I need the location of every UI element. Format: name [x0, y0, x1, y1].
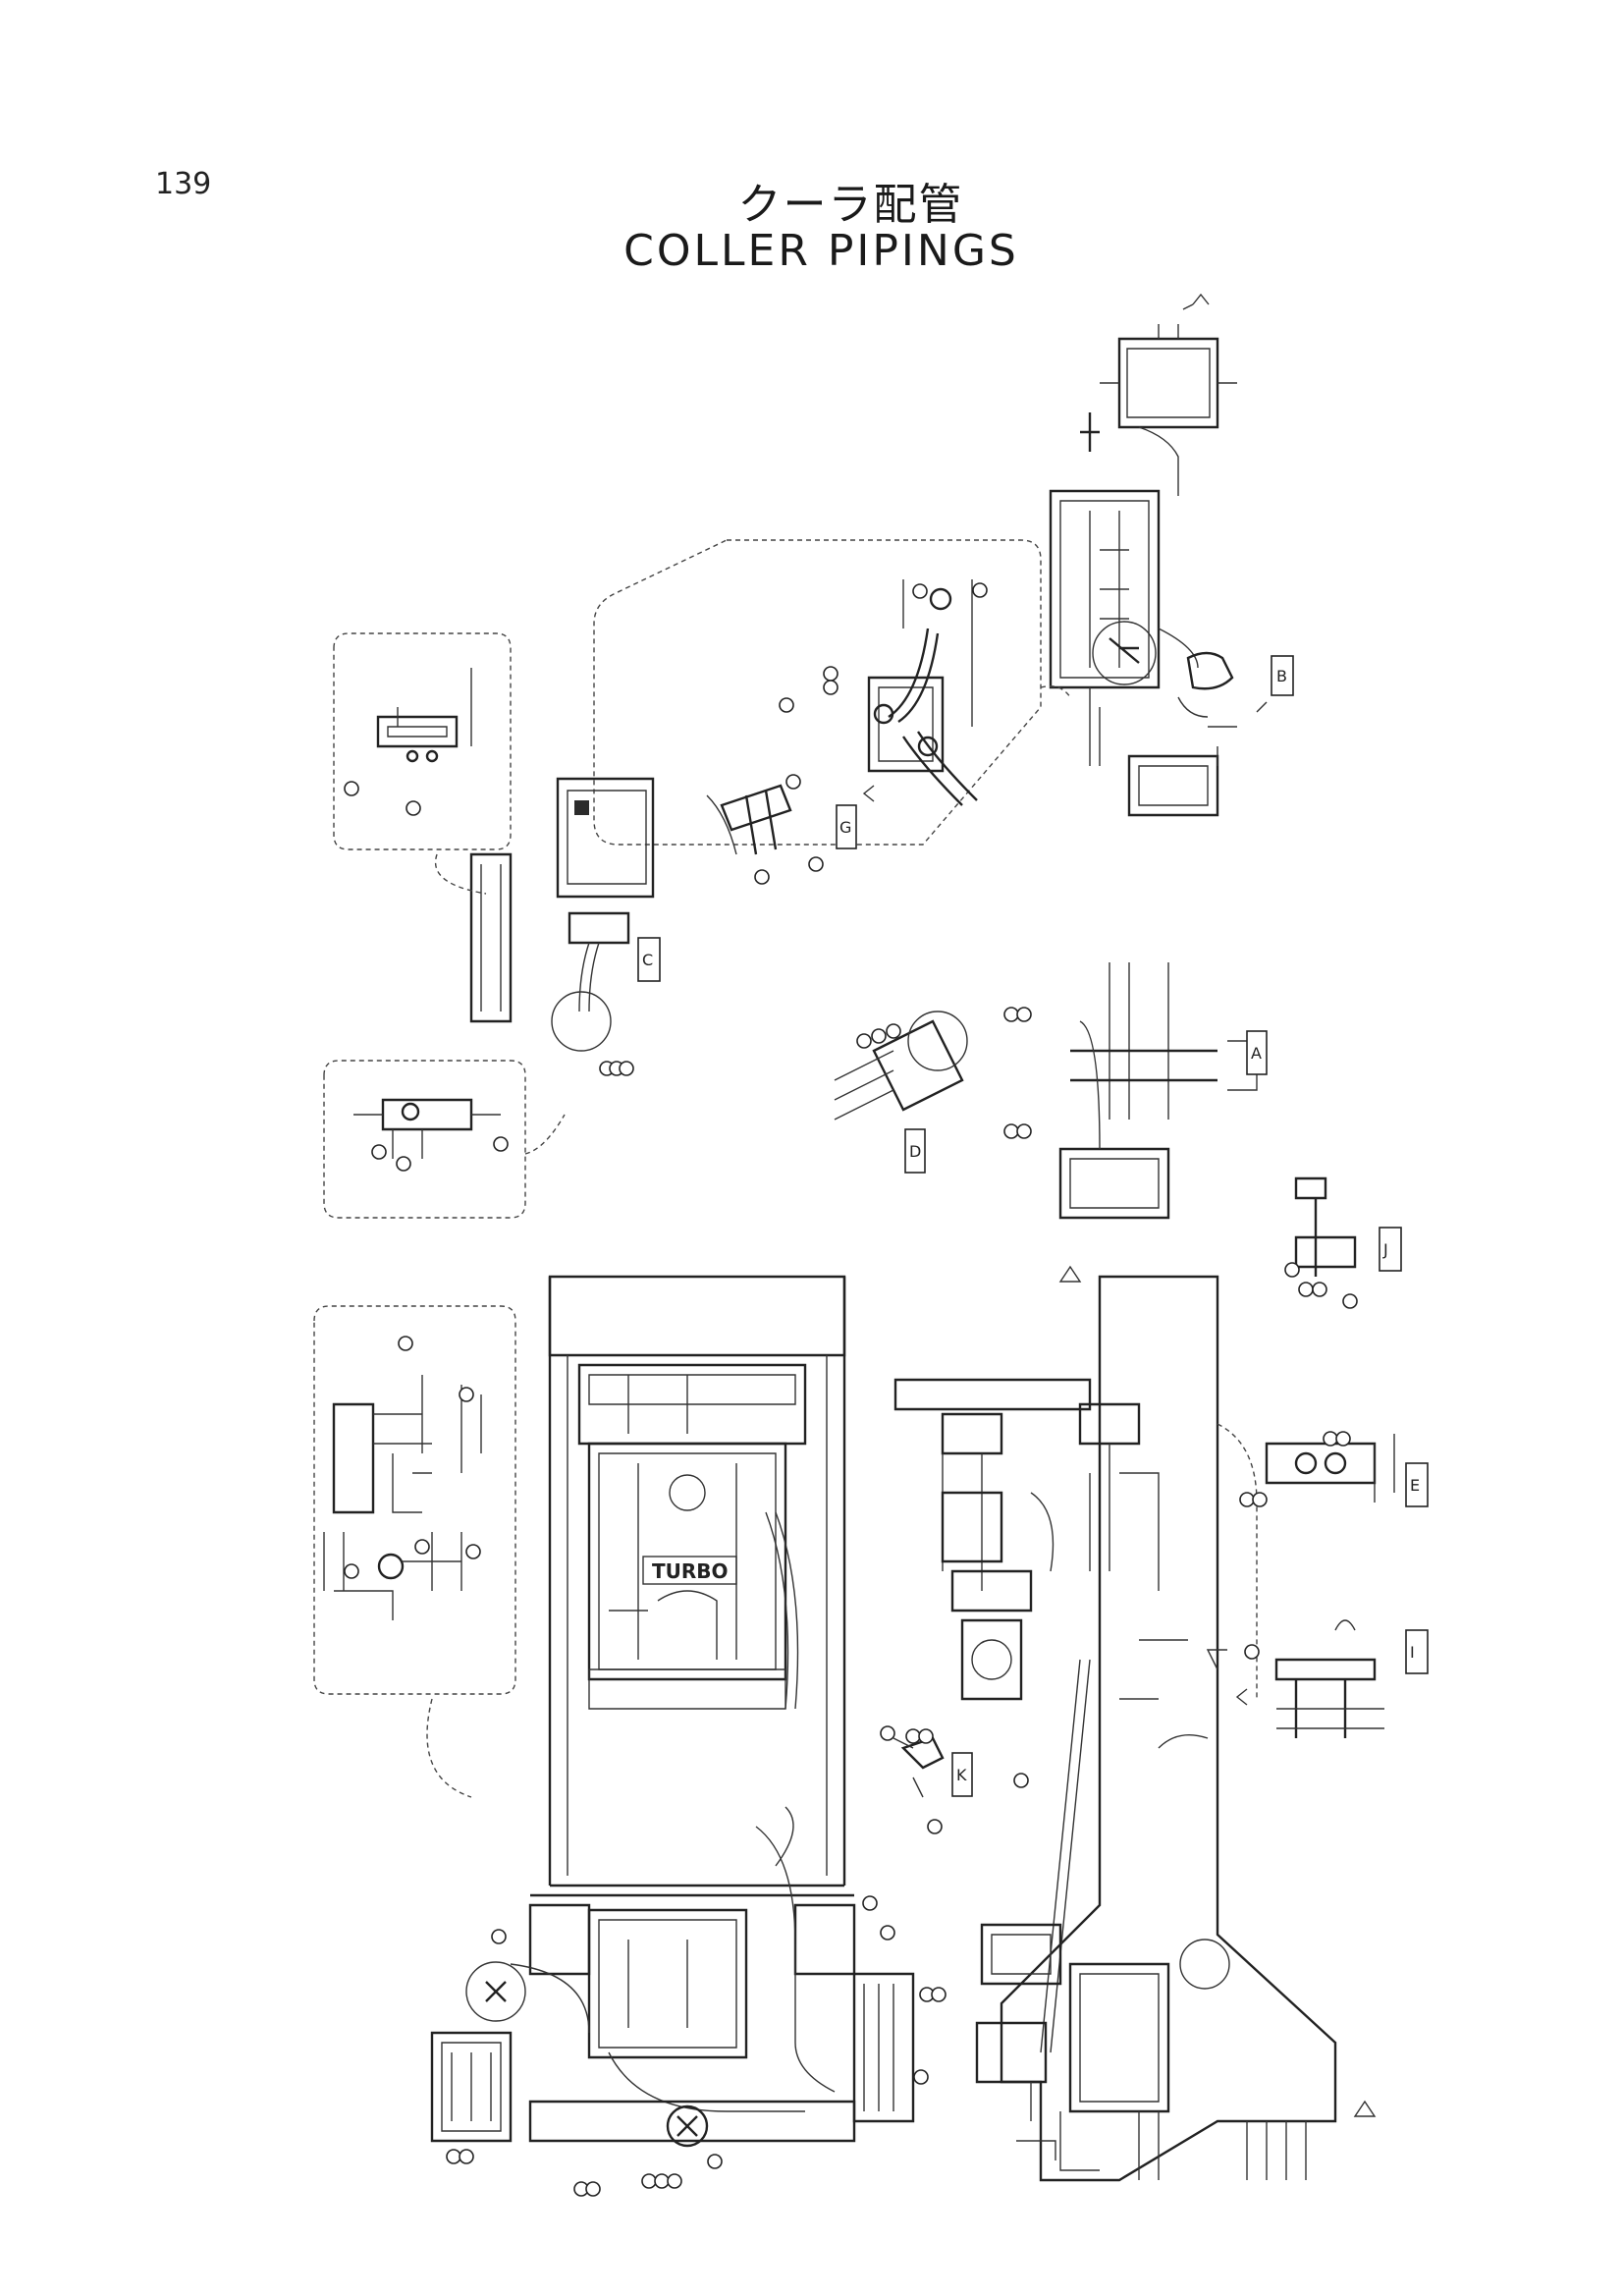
view-tag-e: E	[1410, 1476, 1420, 1495]
view-tag-a: A	[1251, 1044, 1262, 1063]
view-tag-k: K	[956, 1766, 967, 1784]
detail-panel-left-mid	[323, 1060, 566, 1219]
detail-k: K	[880, 1725, 973, 1834]
view-tag-j: J	[1382, 1240, 1388, 1259]
view-tag-c: C	[642, 951, 653, 969]
turbo-label: TURBO	[652, 1559, 729, 1583]
page-title-english: COLLER PIPINGS	[623, 226, 1019, 276]
side-elevation	[893, 1265, 1377, 2182]
view-a-assembly: A	[1003, 962, 1268, 1220]
page-number: 139	[155, 167, 212, 201]
detail-panel-left-upper	[333, 632, 512, 850]
detail-e: E	[1239, 1431, 1429, 1507]
view-tag-d: D	[909, 1142, 921, 1161]
detail-j: J	[1284, 1176, 1402, 1309]
engine-frame: TURBO	[548, 1275, 846, 1886]
lower-frame	[430, 1806, 947, 2197]
view-tag-i: I	[1410, 1643, 1415, 1662]
detail-panel-left-lower	[313, 1305, 516, 1695]
cab-unit: C	[435, 777, 661, 1076]
view-tag-b: B	[1276, 667, 1287, 685]
detail-panel-center: G	[593, 539, 1042, 885]
view-tag-g: G	[839, 818, 851, 837]
page-title-japanese: クーラ配管	[737, 180, 964, 230]
detail-i: I	[1235, 1619, 1429, 1738]
compressor-view: D	[834, 1011, 968, 1174]
top-right-assembly: B	[1049, 293, 1294, 817]
